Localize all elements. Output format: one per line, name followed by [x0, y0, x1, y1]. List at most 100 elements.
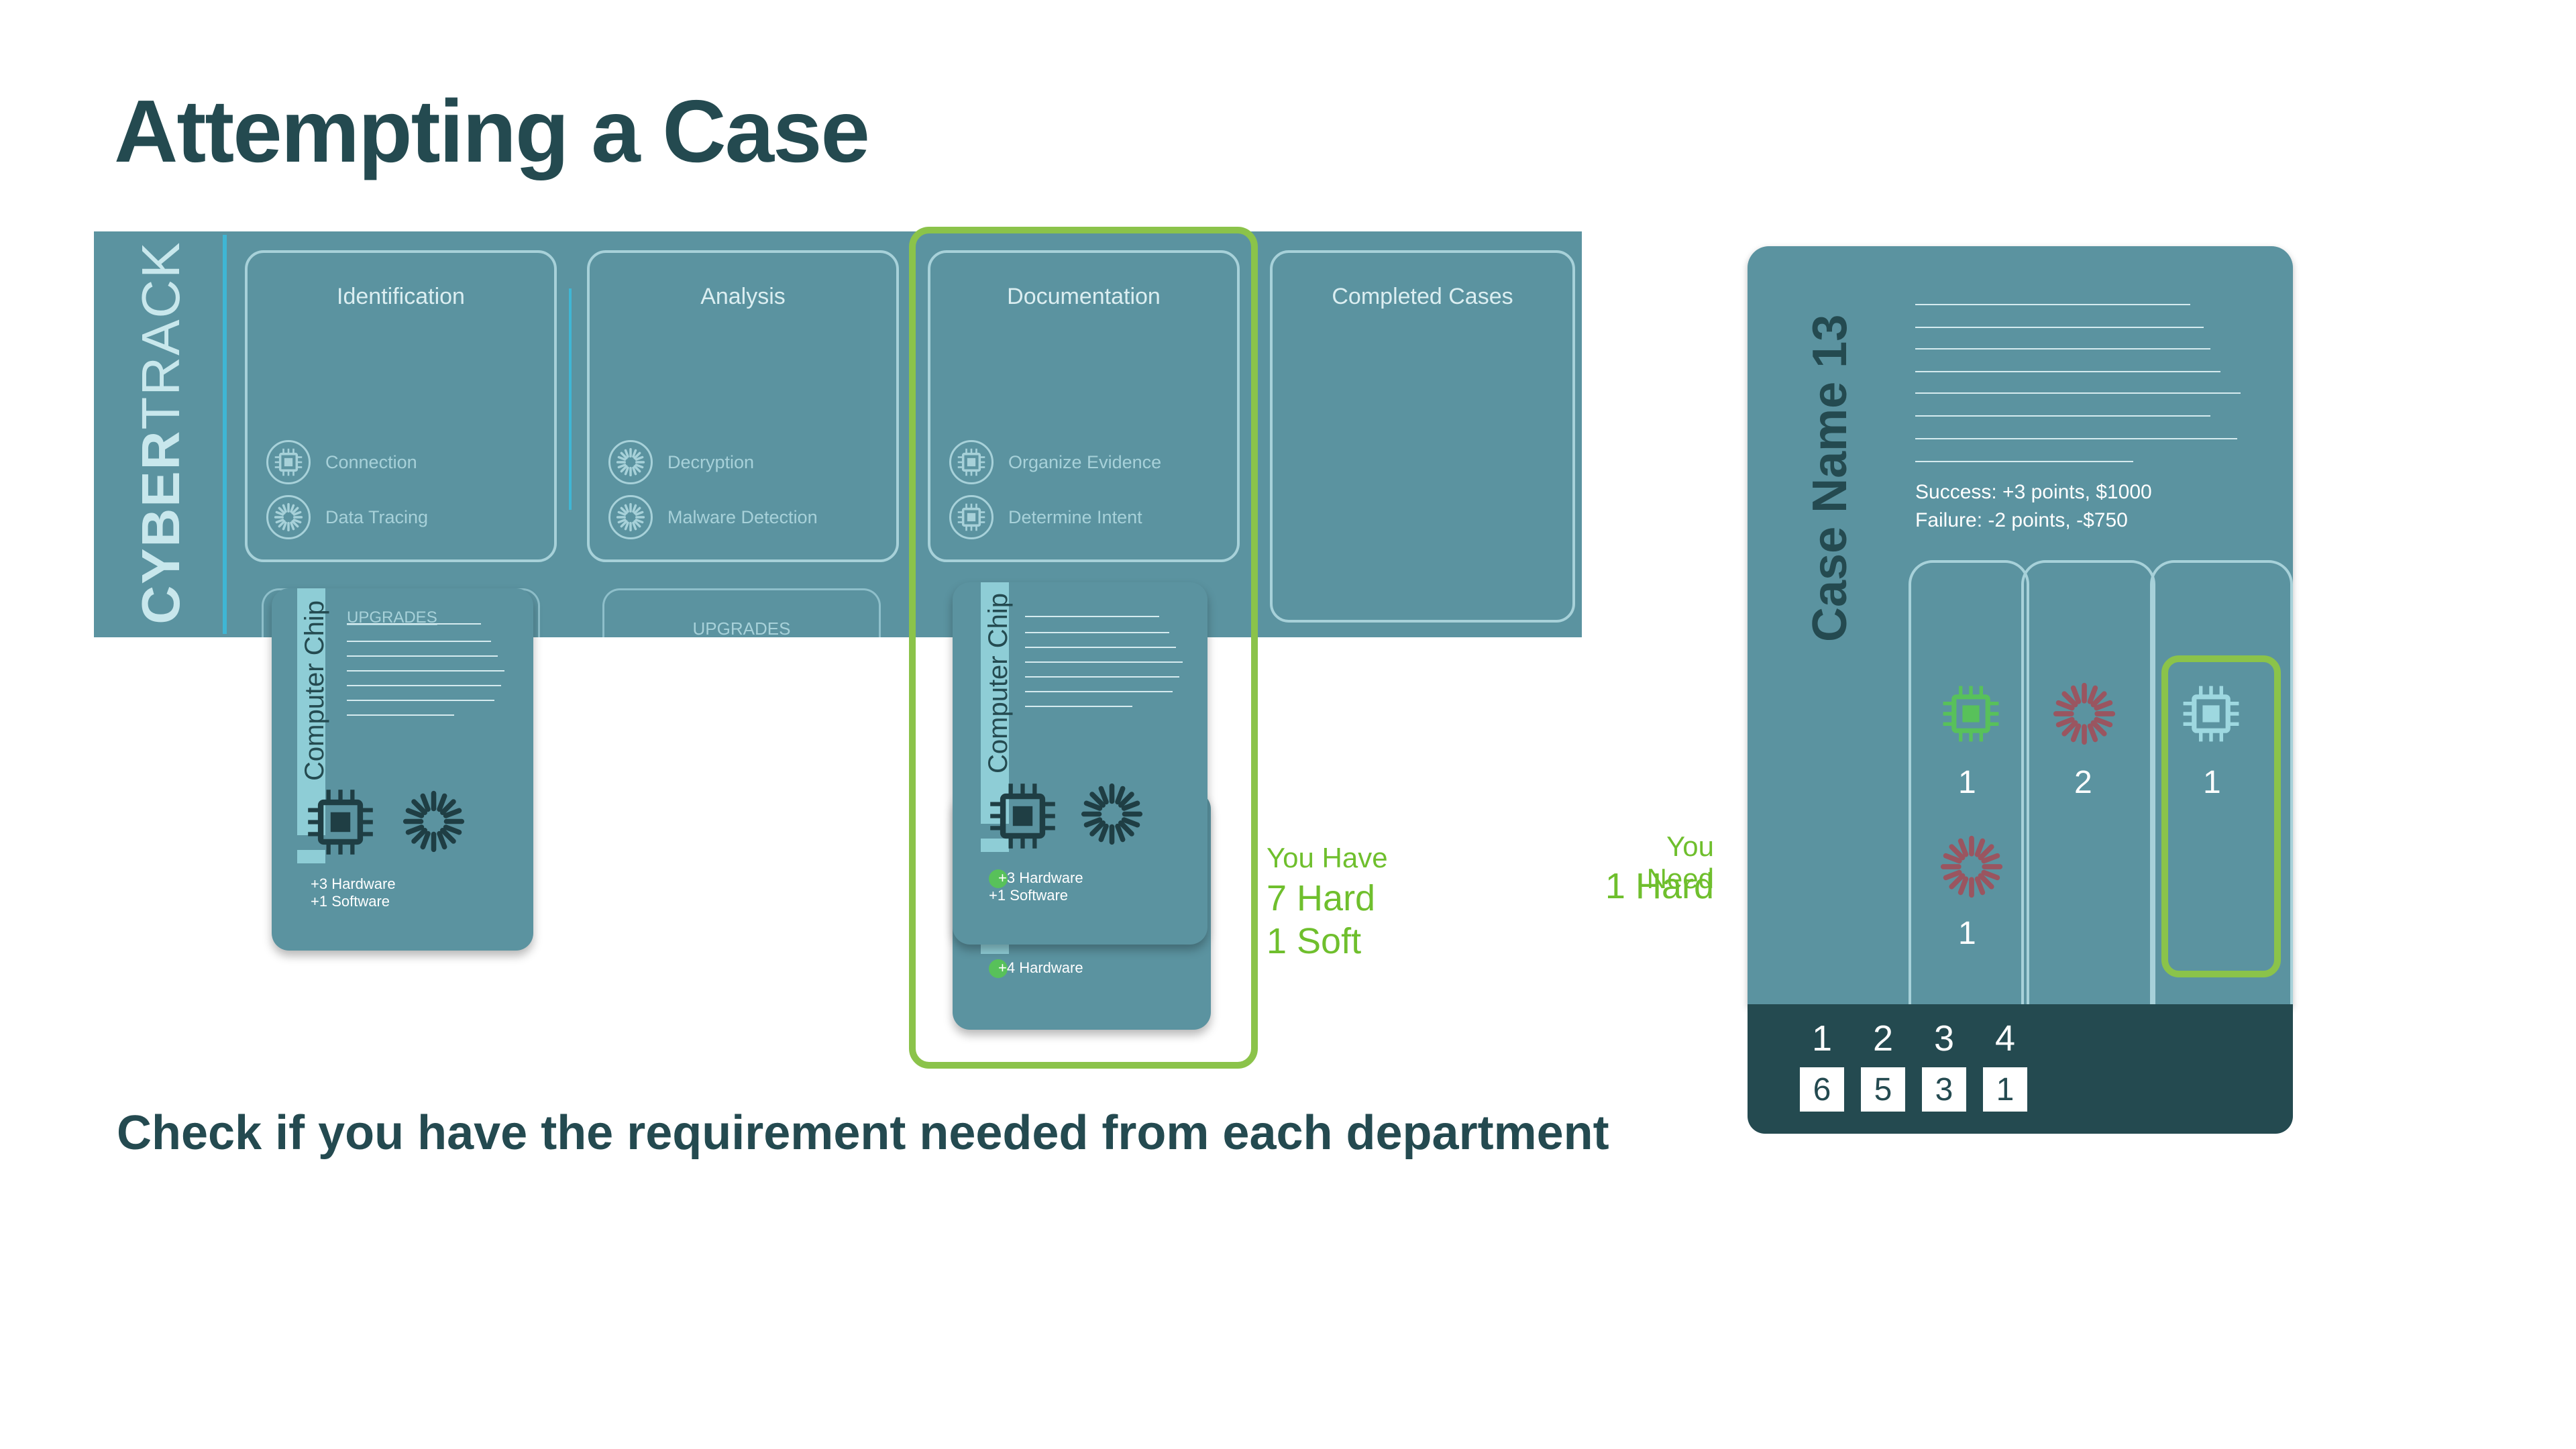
brand-logo: CYBERTRACK	[94, 231, 228, 637]
burst-icon	[402, 790, 466, 853]
card-line	[1025, 661, 1183, 663]
burst-icon	[266, 495, 311, 539]
skill-malware-detection: Malware Detection	[608, 494, 818, 541]
card-stripe-tab	[981, 839, 1009, 852]
card-bonus-hardware: +4 Hardware	[989, 959, 1083, 979]
skill-label: Organize Evidence	[1008, 451, 1162, 472]
dept-title: Identification	[337, 284, 465, 309]
skill-label: Malware Detection	[667, 506, 818, 527]
dept-analysis[interactable]: Analysis Decryption Malware Detection	[587, 250, 899, 562]
requirement-count: 1	[2203, 765, 2221, 800]
chip-icon	[1941, 684, 2001, 744]
burst-icon	[608, 440, 653, 484]
burst-icon	[2052, 682, 2116, 746]
you-have-label: You Have	[1267, 842, 1388, 873]
dept-title: Completed Cases	[1332, 284, 1513, 309]
burst-icon	[1939, 835, 2004, 899]
you-need-label: You Need	[1646, 830, 1714, 894]
case-line	[1915, 461, 2133, 462]
page-subtitle: Check if you have the requirement needed…	[117, 1106, 1609, 1160]
requirement-count: 2	[2074, 765, 2092, 800]
dept-title: Documentation	[1007, 284, 1161, 309]
card-line	[347, 655, 498, 657]
skill-label: Connection	[325, 451, 417, 472]
card-line	[1025, 632, 1169, 633]
card-stripe	[297, 588, 325, 835]
dept-title: Analysis	[700, 284, 786, 309]
dept-separator	[569, 288, 572, 510]
completed-cases-area[interactable]: Completed Cases	[1270, 250, 1575, 623]
track-value: 6	[1800, 1067, 1844, 1112]
card-bonus-text: +3 Hardware	[998, 869, 1083, 886]
case-line	[1915, 371, 2220, 372]
case-line	[1915, 348, 2210, 350]
track-number: 4	[1994, 1018, 2016, 1059]
card-stripe	[981, 582, 1009, 824]
dept-documentation[interactable]: Documentation Organize Evidence Determin…	[928, 250, 1240, 562]
page-title: Attempting a Case	[114, 82, 870, 180]
case-track: 1 2 3 4 6 5 3 1	[1748, 1004, 2293, 1134]
card-line	[1025, 676, 1179, 678]
skill-label: Data Tracing	[325, 506, 429, 527]
card-bonus-hardware: +3 Hardware	[311, 875, 396, 892]
brand-light: TRACK	[131, 241, 191, 430]
card-bonus-hardware: +3 Hardware	[989, 869, 1083, 889]
card-line	[347, 700, 494, 701]
card-line	[347, 623, 481, 625]
case-card[interactable]: Case Name 13 Success: +3 points, $1000 F…	[1748, 246, 2293, 1006]
card-line	[347, 670, 504, 672]
plus-badge	[989, 869, 1008, 889]
game-board	[94, 231, 1582, 637]
track-number: 2	[1872, 1018, 1894, 1059]
chip-icon	[949, 495, 994, 539]
skill-determine-intent: Determine Intent	[949, 494, 1142, 541]
upgrade-card-computer-chip[interactable]: Computer Chip UPGRADES +3 Hardware +1 So…	[272, 588, 533, 951]
skill-connection: Connection	[266, 439, 417, 486]
track-number: 1	[1811, 1018, 1833, 1059]
dept-identification[interactable]: Identification Connection Data Tracing	[245, 250, 557, 562]
requirement-highlight	[2161, 655, 2281, 977]
chip-icon	[305, 787, 376, 857]
card-line	[1025, 691, 1173, 692]
case-failure: Failure: -2 points, -$750	[1915, 509, 2128, 531]
skill-decryption: Decryption	[608, 439, 754, 486]
you-have-hard: 7 Hard	[1267, 878, 1376, 918]
upgrade-slot-label: UPGRADES	[692, 619, 791, 639]
plus-badge	[989, 959, 1008, 979]
case-line	[1915, 415, 2210, 417]
card-stripe-tab	[297, 850, 325, 863]
card-line	[347, 641, 491, 642]
documentation-highlight	[909, 227, 1258, 1069]
card-line	[1025, 616, 1159, 617]
skill-data-tracing: Data Tracing	[266, 494, 428, 541]
chip-icon	[266, 440, 311, 484]
track-value: 1	[1983, 1067, 2027, 1112]
upgrade-slot-analysis[interactable]: UPGRADES	[602, 588, 881, 639]
burst-icon	[608, 495, 653, 539]
case-line	[1915, 304, 2190, 305]
skill-label: Decryption	[667, 451, 755, 472]
card-line	[347, 685, 501, 686]
card-line	[1025, 647, 1176, 648]
brand-bold: CYBER	[131, 429, 191, 625]
card-bonus-software: +1 Software	[311, 893, 390, 910]
card-line	[347, 714, 454, 716]
requirement-col-identification[interactable]: 1 1	[1909, 560, 2029, 1006]
track-number: 3	[1933, 1018, 1955, 1059]
card-name: Computer Chip	[300, 600, 329, 781]
upgrade-card-computer-chip-front[interactable]: Computer Chip +3 Hardware +1 Software	[953, 582, 1208, 945]
requirement-col-analysis[interactable]: 2	[2021, 560, 2155, 1006]
you-need-hard: 1 Hard	[1605, 866, 1714, 906]
case-line	[1915, 438, 2237, 439]
skill-label: Determine Intent	[1008, 506, 1142, 527]
chip-icon	[949, 440, 994, 484]
skill-organize-evidence: Organize Evidence	[949, 439, 1161, 486]
you-have-soft: 1 Soft	[1267, 921, 1362, 961]
case-name: Case Name 13	[1803, 314, 1857, 642]
requirement-count: 1	[1958, 916, 1976, 951]
requirement-col-documentation[interactable]: 1	[2150, 560, 2293, 1006]
card-bonus-software: +1 Software	[989, 887, 1069, 904]
requirement-count: 1	[1958, 765, 1976, 800]
card-line	[1025, 706, 1132, 707]
case-success: Success: +3 points, $1000	[1915, 481, 2152, 503]
